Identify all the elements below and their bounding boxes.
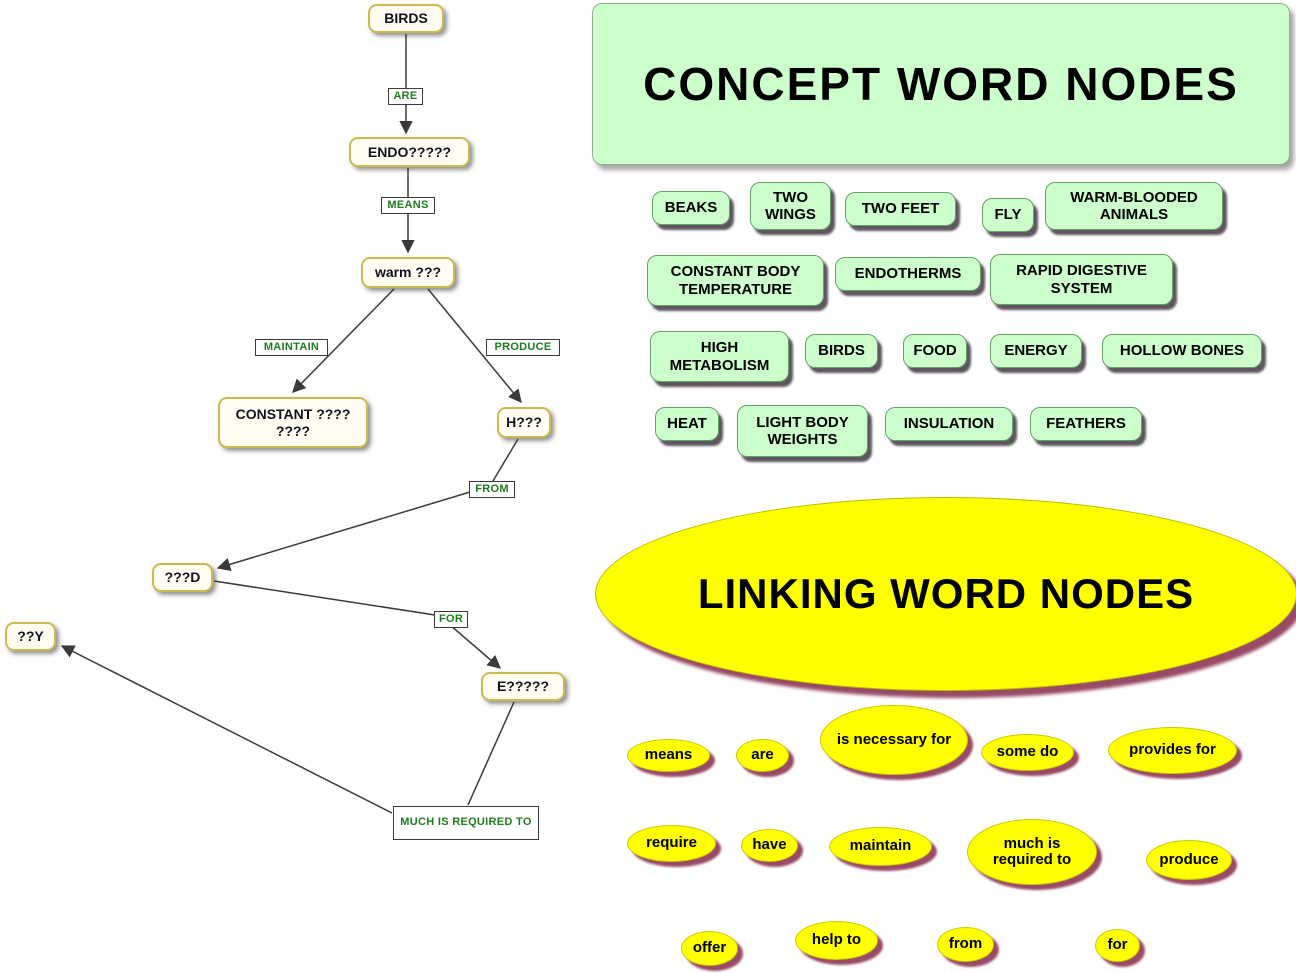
linking-words-header: LINKING WORD NODES [595, 497, 1296, 691]
concept-word-two-wings[interactable]: TWO WINGS [750, 182, 831, 230]
concept-word-energy[interactable]: ENERGY [990, 334, 1082, 368]
linking-word-means[interactable]: means [627, 739, 710, 772]
map-node-constant[interactable]: CONSTANT ???? ???? [218, 397, 368, 448]
map-link-maintain[interactable]: MAINTAIN [255, 339, 328, 356]
linking-word-for[interactable]: for [1095, 929, 1140, 962]
linking-word-maintain[interactable]: maintain [829, 827, 932, 866]
linking-word-some-do[interactable]: some do [981, 734, 1074, 771]
concept-word-heat[interactable]: HEAT [655, 407, 719, 441]
map-link-means[interactable]: MEANS [381, 197, 435, 214]
concept-word-food[interactable]: FOOD [903, 334, 967, 368]
map-link-are[interactable]: ARE [388, 88, 423, 105]
concept-word-two-feet[interactable]: TWO FEET [845, 192, 956, 226]
linking-word-require[interactable]: require [627, 825, 716, 862]
concept-word-hollow-bones[interactable]: HOLLOW BONES [1102, 334, 1262, 368]
concept-words-header: CONCEPT WORD NODES [592, 3, 1290, 165]
map-link-much[interactable]: MUCH IS REQUIRED TO [393, 806, 539, 840]
concept-word-rapid-digestive-system[interactable]: RAPID DIGESTIVE SYSTEM [990, 254, 1173, 305]
concept-word-birds[interactable]: BIRDS [805, 334, 878, 368]
concept-word-endotherms[interactable]: ENDOTHERMS [835, 257, 981, 291]
map-node-y[interactable]: ??Y [5, 622, 56, 651]
linking-word-from[interactable]: from [937, 927, 994, 962]
linking-word-are[interactable]: are [736, 739, 789, 772]
linking-word-help-to[interactable]: help to [795, 921, 878, 960]
linking-word-much-is-required-to[interactable]: much is required to [967, 819, 1097, 885]
concept-word-light-body-weights[interactable]: LIGHT BODY WEIGHTS [737, 405, 868, 457]
map-link-from[interactable]: FROM [469, 481, 515, 498]
concept-word-beaks[interactable]: BEAKS [652, 191, 730, 225]
map-node-h[interactable]: H??? [497, 407, 551, 438]
linking-word-produce[interactable]: produce [1146, 840, 1232, 880]
arrows-layer [60, 34, 522, 814]
linking-word-have[interactable]: have [741, 829, 798, 862]
concept-word-high-metabolism[interactable]: HIGH METABOLISM [650, 331, 789, 382]
map-link-produce[interactable]: PRODUCE [486, 339, 560, 356]
concept-word-warm-blooded[interactable]: WARM-BLOODED ANIMALS [1045, 182, 1223, 230]
concept-word-feathers[interactable]: FEATHERS [1030, 407, 1142, 441]
concept-word-constant-body-temperature[interactable]: CONSTANT BODY TEMPERATURE [647, 255, 824, 306]
map-link-for[interactable]: FOR [434, 611, 468, 628]
map-node-e[interactable]: E????? [481, 672, 565, 701]
map-node-warm[interactable]: warm ??? [361, 257, 455, 288]
concept-word-fly[interactable]: FLY [982, 198, 1034, 232]
linking-word-provides-for[interactable]: provides for [1108, 727, 1237, 774]
map-node-birds[interactable]: BIRDS [368, 4, 444, 33]
linking-word-offer[interactable]: offer [681, 931, 738, 966]
linking-word-is-necessary-for[interactable]: is necessary for [820, 705, 968, 775]
concept-word-insulation[interactable]: INSULATION [885, 407, 1013, 441]
map-node-d[interactable]: ???D [152, 563, 213, 592]
map-node-endo[interactable]: ENDO????? [349, 137, 470, 167]
